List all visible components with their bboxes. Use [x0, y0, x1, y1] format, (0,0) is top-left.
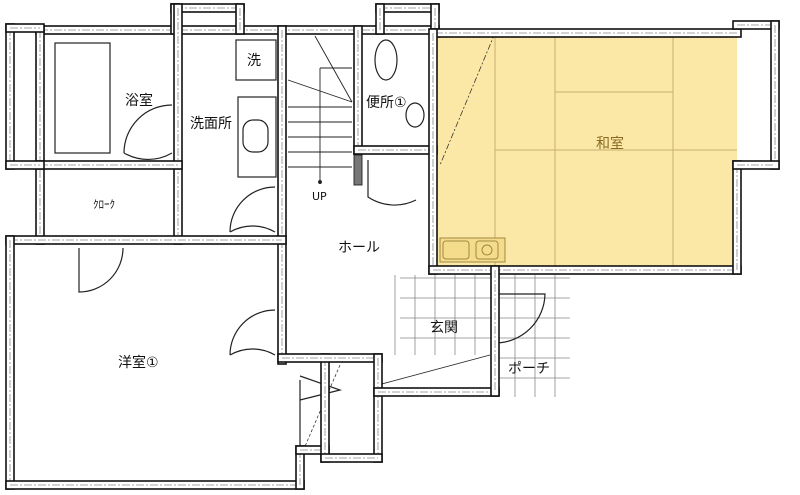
kitchenette [439, 237, 506, 263]
room-label-japanese-room: 和室 [596, 136, 624, 152]
japanese-room-tatami [437, 33, 737, 270]
tatami-lines [494, 33, 737, 270]
toilet-sink-icon [405, 102, 425, 128]
toilet-icon [374, 39, 398, 81]
room-label-porch: ポーチ [508, 361, 550, 377]
room-label-washer: 洗 [247, 53, 261, 69]
entrance-tiles [394, 275, 570, 397]
washer-box [235, 39, 277, 81]
room-label-entrance: 玄関 [430, 320, 458, 336]
room-label-washroom: 洗面所 [190, 116, 232, 132]
room-label-cloak: ｸﾛｰｸ [93, 198, 115, 211]
stairs-up-label: UP [312, 190, 327, 203]
room-label-toilet: 便所① [366, 95, 407, 111]
staircase [287, 35, 363, 186]
room-label-hall: ホール [338, 240, 380, 256]
sink-icon [242, 119, 269, 153]
door-swings [78, 32, 546, 459]
wall [320, 453, 383, 463]
room-label-western-room: 洋室① [118, 355, 159, 371]
vanity [237, 96, 277, 178]
room-label-bathroom: 浴室 [125, 93, 153, 109]
bathtub [54, 42, 111, 154]
